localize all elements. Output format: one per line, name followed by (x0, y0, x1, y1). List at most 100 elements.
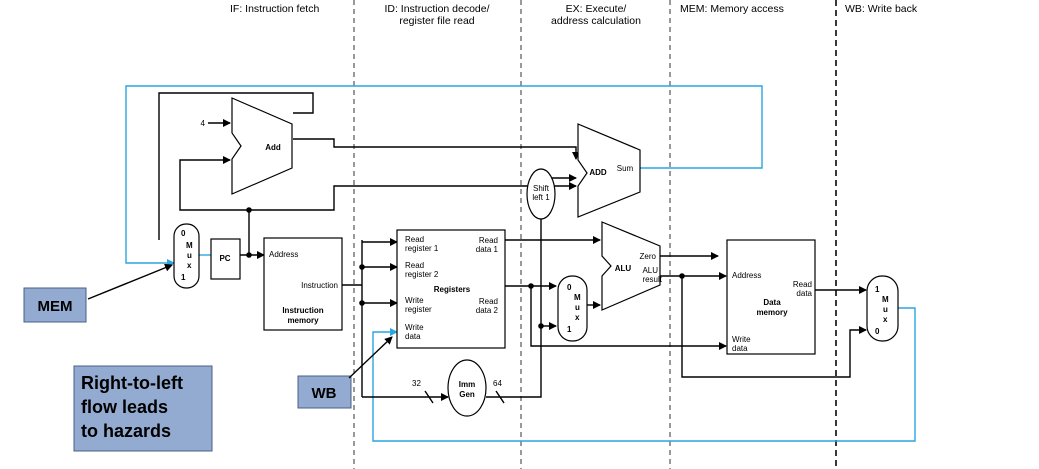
branch-adder-unit (577, 123, 641, 218)
junction-dot (359, 300, 365, 306)
pc-to-add-wire (179, 156, 250, 255)
reg-write-data-label-line2: data (405, 332, 421, 341)
pc-adder-label: Add (265, 143, 281, 152)
pc-mux-letter: M (186, 241, 193, 250)
mem-callout-label: MEM (38, 298, 73, 315)
imem-address-label: Address (269, 250, 298, 259)
alu-mux-input-0: 0 (567, 283, 572, 292)
dmem-read-label: Read (793, 280, 812, 289)
junction-dot (679, 273, 685, 279)
register-file (396, 229, 506, 349)
imm-gen-label: Imm (459, 380, 475, 389)
pc-plus-4-wire (293, 138, 580, 160)
imm-in-width-slash (424, 390, 434, 404)
alu-mux-input-1: 1 (567, 325, 572, 334)
pc-mux (173, 223, 200, 289)
wb-mux-input-1: 1 (875, 285, 880, 294)
hazard-note-line: flow leads (81, 397, 168, 417)
imm-gen-unit (447, 359, 487, 417)
junction-dot (359, 264, 365, 270)
reg-read-reg1-label-line2: register 1 (405, 244, 439, 253)
alu-zero-label: Zero (640, 252, 657, 261)
data-memory (726, 239, 816, 355)
junction-dot (528, 283, 534, 289)
pc-register (210, 238, 241, 280)
pc-mux-input-1: 1 (181, 273, 186, 282)
register-file-title: Registers (434, 285, 471, 294)
alu-result-label: ALU (642, 266, 658, 275)
const-4-label: 4 (201, 119, 206, 128)
pc-mux-input-0: 0 (181, 229, 186, 238)
wb-mux-input-0: 0 (875, 327, 880, 336)
reg-read-data2-label: Read (479, 297, 498, 306)
branch-target-feedback-wire (125, 85, 763, 267)
reg-read-reg2-label: Read (405, 261, 424, 270)
stage-label-mem: MEM: Memory access (680, 3, 784, 15)
imm-out-width-slash (495, 390, 505, 404)
dmem-address-label: Address (732, 271, 761, 280)
reg-write-data-label: Write (405, 323, 424, 332)
stage-label-ex: EX: Execute/ (566, 3, 627, 15)
pc-to-branch-add-wire (249, 182, 577, 211)
dmem-title-line2: memory (756, 308, 788, 317)
imem-instruction-label: Instruction (301, 281, 338, 290)
writeback-data-feedback-wire (372, 307, 916, 442)
reg-read-data2-label-line2: data 2 (476, 306, 499, 315)
wb-mux-letter: M (882, 295, 889, 304)
imm-gen-out-wire (486, 206, 542, 398)
stage-label-id: ID: Instruction decode/ (384, 3, 489, 15)
alu-mux-letter: u (575, 303, 580, 312)
alu-result-bypass-wire (681, 276, 867, 378)
wb-mux-letter: x (883, 315, 888, 324)
alu-mux-letter: x (575, 313, 580, 322)
stage-label-ex-line2: address calculation (551, 15, 641, 27)
reg-read-data1-label: Read (479, 236, 498, 245)
alu-mux (557, 275, 588, 342)
dmem-title: Data (763, 298, 781, 307)
stage-label-id-line2: register file read (399, 15, 474, 27)
alu-result-label-line2: result (642, 275, 662, 284)
shift-left-unit (526, 168, 556, 220)
alu-unit (601, 221, 661, 311)
wb-callout-pointer (348, 336, 393, 379)
junction-dot (246, 207, 252, 213)
shift-left-label: Shift (533, 184, 550, 193)
pc-mux-letter: x (187, 261, 192, 270)
branch-adder-sum-label: Sum (617, 164, 634, 173)
wb-callout-label: WB (312, 385, 337, 402)
imm-in-width: 32 (412, 379, 421, 388)
shift-left-label-line2: left 1 (532, 193, 550, 202)
stage-label-wb: WB: Write back (845, 3, 918, 15)
reg-read-reg1-label: Read (405, 235, 424, 244)
stage-label-if: IF: Instruction fetch (230, 3, 319, 15)
wb-callout-box (297, 375, 352, 409)
imm-out-width: 64 (493, 379, 502, 388)
dmem-write-label-line2: data (732, 344, 748, 353)
junction-dot (246, 252, 252, 258)
read-data2-to-dmem-wire (505, 285, 727, 350)
imem-title-line2: memory (287, 316, 319, 325)
reg-write-reg-label: Write (405, 296, 424, 305)
wb-mux-letter: u (883, 305, 888, 314)
hazard-note-line: to hazards (81, 421, 171, 441)
junction-dot (538, 323, 544, 329)
alu-label: ALU (615, 264, 632, 273)
dmem-read-label-line2: data (796, 289, 812, 298)
reg-write-reg-label-line2: register (405, 305, 432, 314)
mem-callout-pointer (87, 263, 173, 300)
pc-mux-letter: u (187, 251, 192, 260)
pc-add-return-wire (158, 92, 314, 240)
pc-register-label: PC (219, 254, 230, 263)
reg-read-data1-label-line2: data 1 (476, 245, 499, 254)
hazard-note-line: Right-to-left (81, 373, 183, 393)
imem-title: Instruction (282, 306, 323, 315)
mem-callout-box (23, 287, 87, 323)
branch-adder-label: ADD (589, 168, 607, 177)
alu-mux-letter: M (574, 293, 581, 302)
dmem-write-label: Write (732, 335, 751, 344)
pc-adder-unit (231, 97, 293, 195)
instruction-memory (263, 237, 343, 331)
imm-gen-label-line2: Gen (459, 390, 475, 399)
reg-read-reg2-label-line2: register 2 (405, 270, 439, 279)
